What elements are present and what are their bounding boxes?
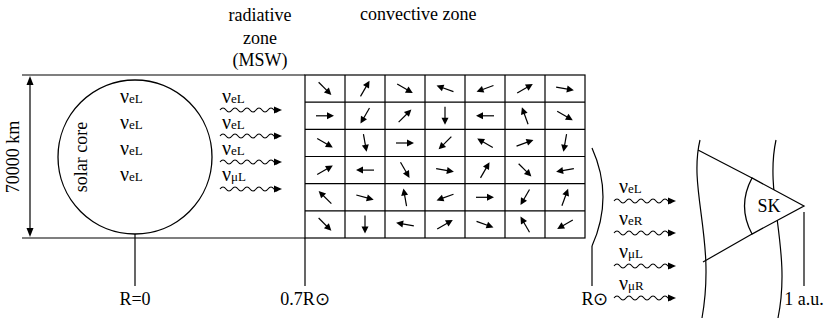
cell-arrow bbox=[442, 107, 449, 125]
neutrino-wave bbox=[614, 295, 676, 302]
cell-arrow bbox=[435, 191, 454, 204]
cell-arrow bbox=[519, 106, 532, 125]
neutrino-label: νeL bbox=[120, 138, 143, 158]
dimension-arrow bbox=[29, 82, 30, 231]
grid-lines bbox=[305, 102, 585, 211]
cell-arrow bbox=[316, 216, 334, 234]
leader-line bbox=[803, 212, 804, 286]
sun-surface-arc bbox=[592, 148, 603, 246]
cell-arrow bbox=[316, 188, 334, 206]
neutrino-label: νeR bbox=[619, 208, 643, 228]
sight-line bbox=[703, 234, 752, 262]
neutrino-wave bbox=[220, 186, 282, 193]
radius-label: 0.7R⊙ bbox=[280, 290, 330, 308]
cell-arrow bbox=[516, 161, 534, 179]
cell-arrow bbox=[356, 167, 374, 174]
convection-arrows bbox=[315, 79, 574, 234]
neutrino-label: νeL bbox=[120, 164, 143, 184]
cell-arrow bbox=[517, 188, 532, 207]
cell-arrow bbox=[475, 218, 494, 231]
neutrino-wave bbox=[614, 198, 676, 205]
neutrino-label: νμL bbox=[619, 241, 643, 261]
cell-arrow bbox=[400, 188, 410, 207]
cell-arrow bbox=[396, 107, 414, 125]
convective-grid bbox=[305, 75, 585, 238]
cell-arrow bbox=[316, 80, 334, 98]
radius-label: R⊙ bbox=[581, 290, 608, 308]
solar-core-circle: solar core νeL νeL νeL νeL bbox=[57, 79, 213, 235]
neutrino-label: νμR bbox=[619, 273, 644, 293]
neutrino-label: νeL bbox=[619, 176, 642, 196]
cell-arrow bbox=[436, 134, 454, 152]
arrow-head bbox=[27, 76, 34, 85]
cell-arrow bbox=[515, 81, 534, 96]
cell-arrow bbox=[555, 108, 574, 123]
neutrino-wave bbox=[614, 230, 676, 237]
zone-label: radiative zone (MSW) bbox=[214, 4, 306, 72]
neutrino-label: νeL bbox=[222, 138, 245, 158]
zone-label: convective zone bbox=[360, 5, 476, 23]
wavefront bbox=[697, 140, 706, 318]
cell-arrow bbox=[475, 135, 494, 150]
cell-arrow bbox=[315, 163, 334, 178]
cell-arrow bbox=[517, 215, 532, 234]
extent-line bbox=[22, 237, 305, 238]
cell-arrow bbox=[555, 217, 574, 232]
detector-shape: SK bbox=[740, 176, 806, 236]
cell-arrow bbox=[315, 135, 334, 150]
leader-line bbox=[304, 238, 305, 286]
cell-arrow bbox=[397, 161, 412, 180]
cell-arrow bbox=[476, 194, 494, 201]
cell-arrow bbox=[360, 134, 370, 153]
neutrino-label: νμL bbox=[222, 164, 246, 184]
detector-label: SK bbox=[757, 197, 780, 215]
cell-arrow bbox=[395, 81, 414, 96]
cell-arrow bbox=[316, 112, 334, 119]
wavefront bbox=[773, 140, 782, 318]
cell-arrow bbox=[435, 217, 454, 232]
neutrino-label: νeL bbox=[222, 112, 245, 132]
cell-arrow bbox=[357, 106, 372, 125]
detector-shape bbox=[745, 178, 805, 234]
sight-line bbox=[698, 150, 752, 178]
cell-arrow bbox=[556, 165, 575, 175]
cell-arrow bbox=[475, 82, 494, 95]
cell-arrow bbox=[436, 165, 455, 175]
arrow-head bbox=[27, 228, 34, 237]
dimension-label: 70000 km bbox=[4, 121, 22, 194]
cell-arrow bbox=[556, 84, 575, 94]
cell-arrow bbox=[396, 140, 414, 147]
cell-arrow bbox=[362, 215, 369, 233]
cell-arrow bbox=[435, 82, 454, 95]
radius-label: R=0 bbox=[119, 290, 150, 308]
cell-arrow bbox=[515, 137, 534, 150]
neutrino-label: νeL bbox=[222, 86, 245, 106]
leader-line bbox=[591, 246, 592, 286]
cell-arrow bbox=[559, 188, 572, 207]
cell-arrow bbox=[357, 79, 372, 98]
cell-arrow bbox=[476, 112, 494, 119]
distance-label: 1 a.u. bbox=[784, 290, 824, 308]
extent-line bbox=[22, 74, 305, 75]
cell-arrow bbox=[355, 192, 374, 203]
solar-core-circle bbox=[58, 80, 212, 234]
cell-arrow bbox=[477, 161, 492, 180]
neutrino-label: νeL bbox=[120, 112, 143, 132]
cell-arrow bbox=[396, 219, 415, 229]
neutrino-wave bbox=[614, 263, 676, 270]
region-label: solar core bbox=[72, 122, 90, 192]
cell-arrow bbox=[560, 134, 570, 153]
neutrino-label: νeL bbox=[120, 86, 143, 106]
